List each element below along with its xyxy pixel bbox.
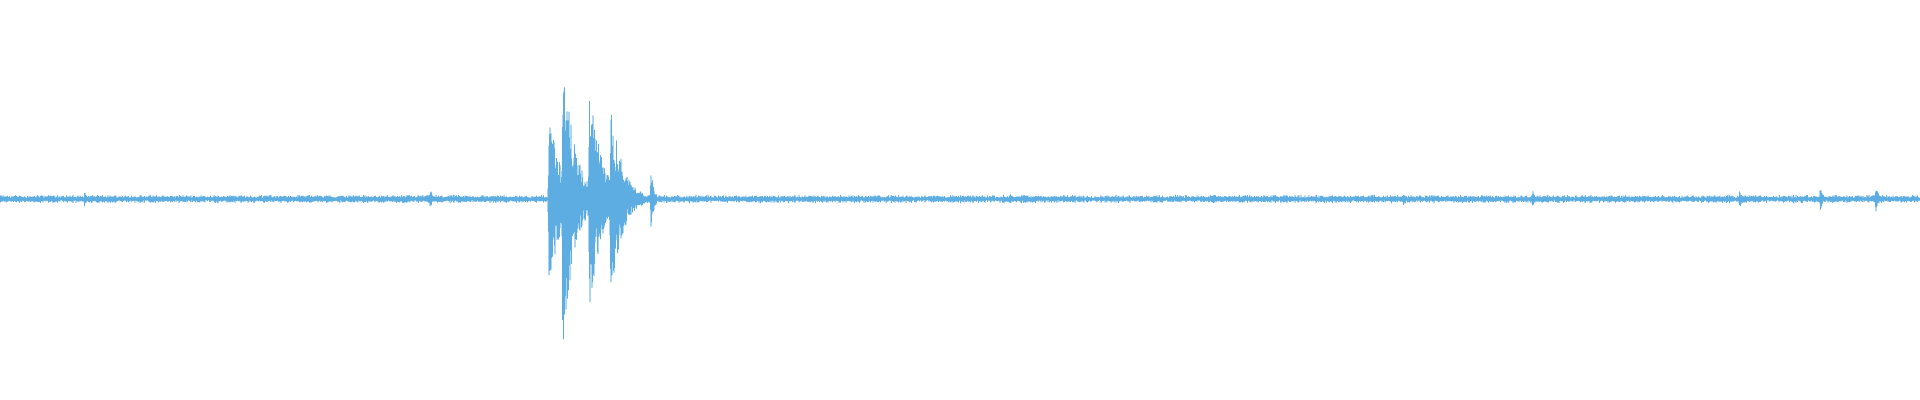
waveform-burst-fill: [0, 146, 1920, 252]
waveform-trace: [0, 87, 1920, 340]
